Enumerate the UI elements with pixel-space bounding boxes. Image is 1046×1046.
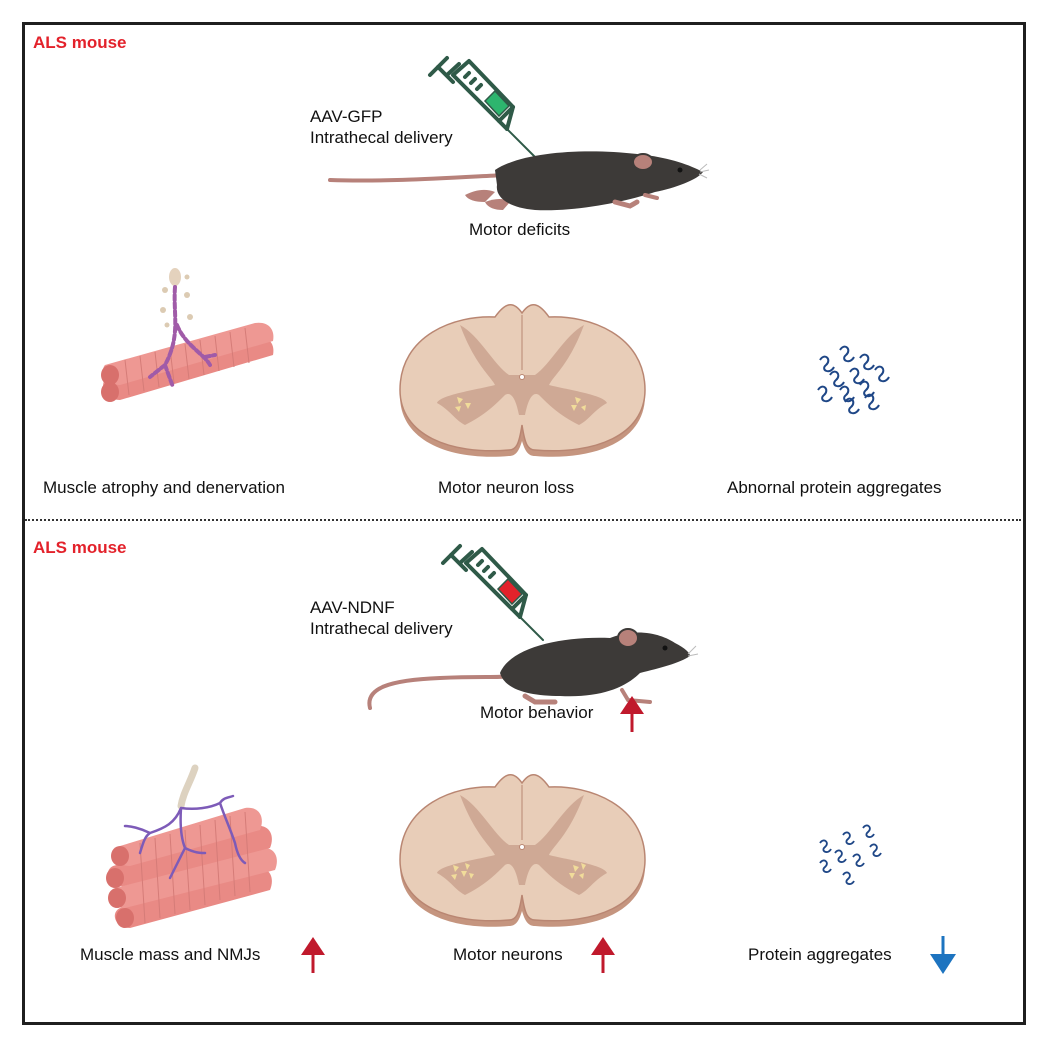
protein-aggregates-icon: [817, 345, 890, 415]
panel-2-route-label: Intrathecal delivery: [310, 619, 453, 638]
spinal-cord-icon: [399, 304, 646, 457]
panel-1-outcome-aggregates: Abnornal protein aggregates: [727, 478, 942, 497]
protein-aggregates-icon: [819, 824, 882, 885]
mouse-illustration: [367, 628, 699, 710]
arrow-down-icon: [930, 936, 956, 974]
spinal-cord-icon: [399, 774, 646, 927]
arrow-up-icon: [591, 937, 615, 973]
figure-frame: [22, 22, 1026, 1025]
panel-2-vector-label: AAV-NDNF: [310, 598, 395, 617]
syringe-icon: [441, 544, 544, 641]
syringe-icon: [428, 56, 536, 158]
denervated-muscle-icon: [101, 268, 274, 402]
panel-1-vector-label: AAV-GFP: [310, 107, 383, 126]
syringe-fill: [496, 577, 524, 606]
panel-1-mouse-caption: Motor deficits: [469, 220, 571, 239]
panel-2-mouse-caption: Motor behavior: [480, 703, 594, 722]
panel-2-outcome-muscle: Muscle mass and NMJs: [80, 945, 261, 964]
innervated-muscle-icon: [106, 764, 277, 928]
panel-2-outcome-neurons: Motor neurons: [453, 945, 563, 964]
panel-2-outcome-aggregates: Protein aggregates: [748, 945, 892, 964]
syringe-fill: [483, 89, 511, 118]
mouse-illustration: [328, 151, 710, 211]
panel-1-outcome-neurons: Motor neuron loss: [438, 478, 575, 497]
panel-1-route-label: Intrathecal delivery: [310, 128, 453, 147]
panel-2-label: ALS mouse: [33, 538, 127, 557]
arrow-up-icon: [301, 937, 325, 973]
panel-divider: [25, 519, 1021, 521]
panel-1-label: ALS mouse: [33, 33, 127, 52]
panel-1-outcome-muscle: Muscle atrophy and denervation: [43, 478, 285, 497]
arrow-up-icon: [620, 696, 644, 732]
